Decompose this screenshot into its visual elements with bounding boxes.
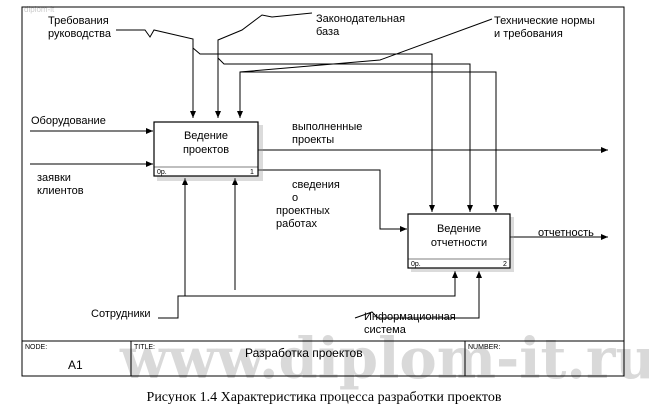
arrow-output-project-info — [258, 169, 407, 232]
arrow-control-tech-box2 — [240, 71, 499, 212]
diagram-footer: NODE: A1 TITLE: Разработка проектов NUMB… — [22, 340, 624, 376]
label-staff: Сотрудники — [91, 308, 151, 320]
arrow-control-management — [116, 29, 196, 118]
label-legal-line2: база — [316, 26, 340, 38]
footer-node-value: A1 — [68, 358, 83, 372]
footer-title-label: TITLE: — [134, 344, 155, 351]
label-tech-line2: и требования — [494, 28, 563, 40]
arrow-control-legal-box2 — [217, 57, 473, 212]
footer-node-label: NODE: — [25, 344, 47, 351]
label-legal-line1: Законодательная — [316, 13, 405, 25]
box1-number: 1 — [250, 169, 254, 176]
label-requests-line2: клиентов — [37, 185, 84, 197]
arrow-mechanism-info — [354, 271, 482, 319]
footer-number-label: NUMBER: — [468, 344, 500, 351]
box2-title-line1: Ведение — [437, 223, 481, 235]
box1-title-line1: Ведение — [184, 130, 228, 142]
box2-cost: 0р. — [411, 261, 421, 268]
label-tech-line1: Технические нормы — [494, 15, 595, 27]
label-reporting: отчетность — [538, 227, 594, 239]
arrow-control-tech — [237, 18, 493, 118]
label-done-line1: выполненные — [292, 121, 362, 133]
footer-title-value: Разработка проектов — [245, 346, 363, 360]
box1-cost: 0р. — [157, 169, 167, 176]
watermark-corner: diplom-it — [24, 5, 55, 14]
label-info-line3: проектных — [276, 205, 330, 217]
label-management-line2: руководства — [48, 28, 112, 40]
diagram-frame — [21, 6, 625, 377]
label-done-line2: проекты — [292, 134, 334, 146]
label-infosys-line2: система — [364, 324, 407, 336]
activity-box-2: Ведение отчетности 0р. 2 — [407, 213, 514, 272]
figure-caption: Рисунок 1.4 Характеристика процесса разр… — [147, 390, 502, 405]
label-info-line2: о — [292, 192, 298, 204]
label-info-line1: сведения — [292, 179, 340, 191]
box2-title-line2: отчетности — [431, 237, 487, 249]
label-infosys-line1: Информационная — [364, 311, 456, 323]
box2-number: 2 — [503, 261, 507, 268]
label-info-line4: работах — [276, 218, 317, 230]
activity-box-1: Ведение проектов 0р. 1 — [153, 121, 263, 181]
arrow-mechanism-staff — [158, 271, 458, 319]
box1-title-line2: проектов — [183, 144, 229, 156]
label-management-line1: Требования — [48, 15, 109, 27]
arrow-control-legal — [215, 12, 313, 118]
watermark-text: www.diplom-it.ru — [119, 326, 649, 392]
label-equipment: Оборудование — [31, 115, 106, 127]
label-requests-line1: заявки — [37, 172, 71, 184]
arrow-control-management-box2 — [192, 47, 435, 212]
